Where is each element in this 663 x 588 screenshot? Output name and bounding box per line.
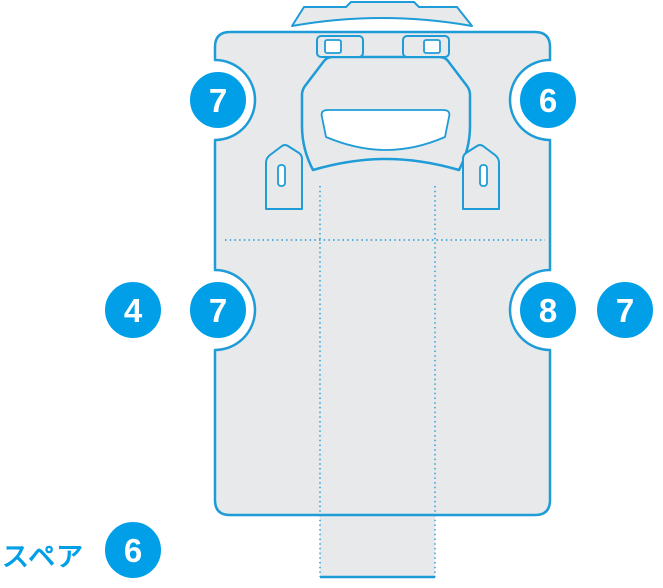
spare-tire-label: スペア: [2, 542, 85, 572]
marker-rear-left-tire: 7: [186, 278, 250, 342]
marker-front-right-tire: 6: [516, 68, 580, 132]
roof-strip: [291, 1, 473, 27]
marker-spare-tire: 6: [101, 518, 165, 582]
head-restraint-right-detail: [423, 39, 441, 54]
side-anchor-left-slot: [277, 164, 286, 187]
marker-right-outer: 7: [593, 278, 657, 342]
marker-front-left-tire: 7: [186, 68, 250, 132]
marker-rear-right-tire: 8: [516, 278, 580, 342]
side-anchor-right-slot: [479, 164, 488, 187]
marker-left-outer: 4: [101, 278, 165, 342]
windshield-glass: [320, 109, 451, 151]
head-restraint-left-detail: [324, 39, 342, 54]
